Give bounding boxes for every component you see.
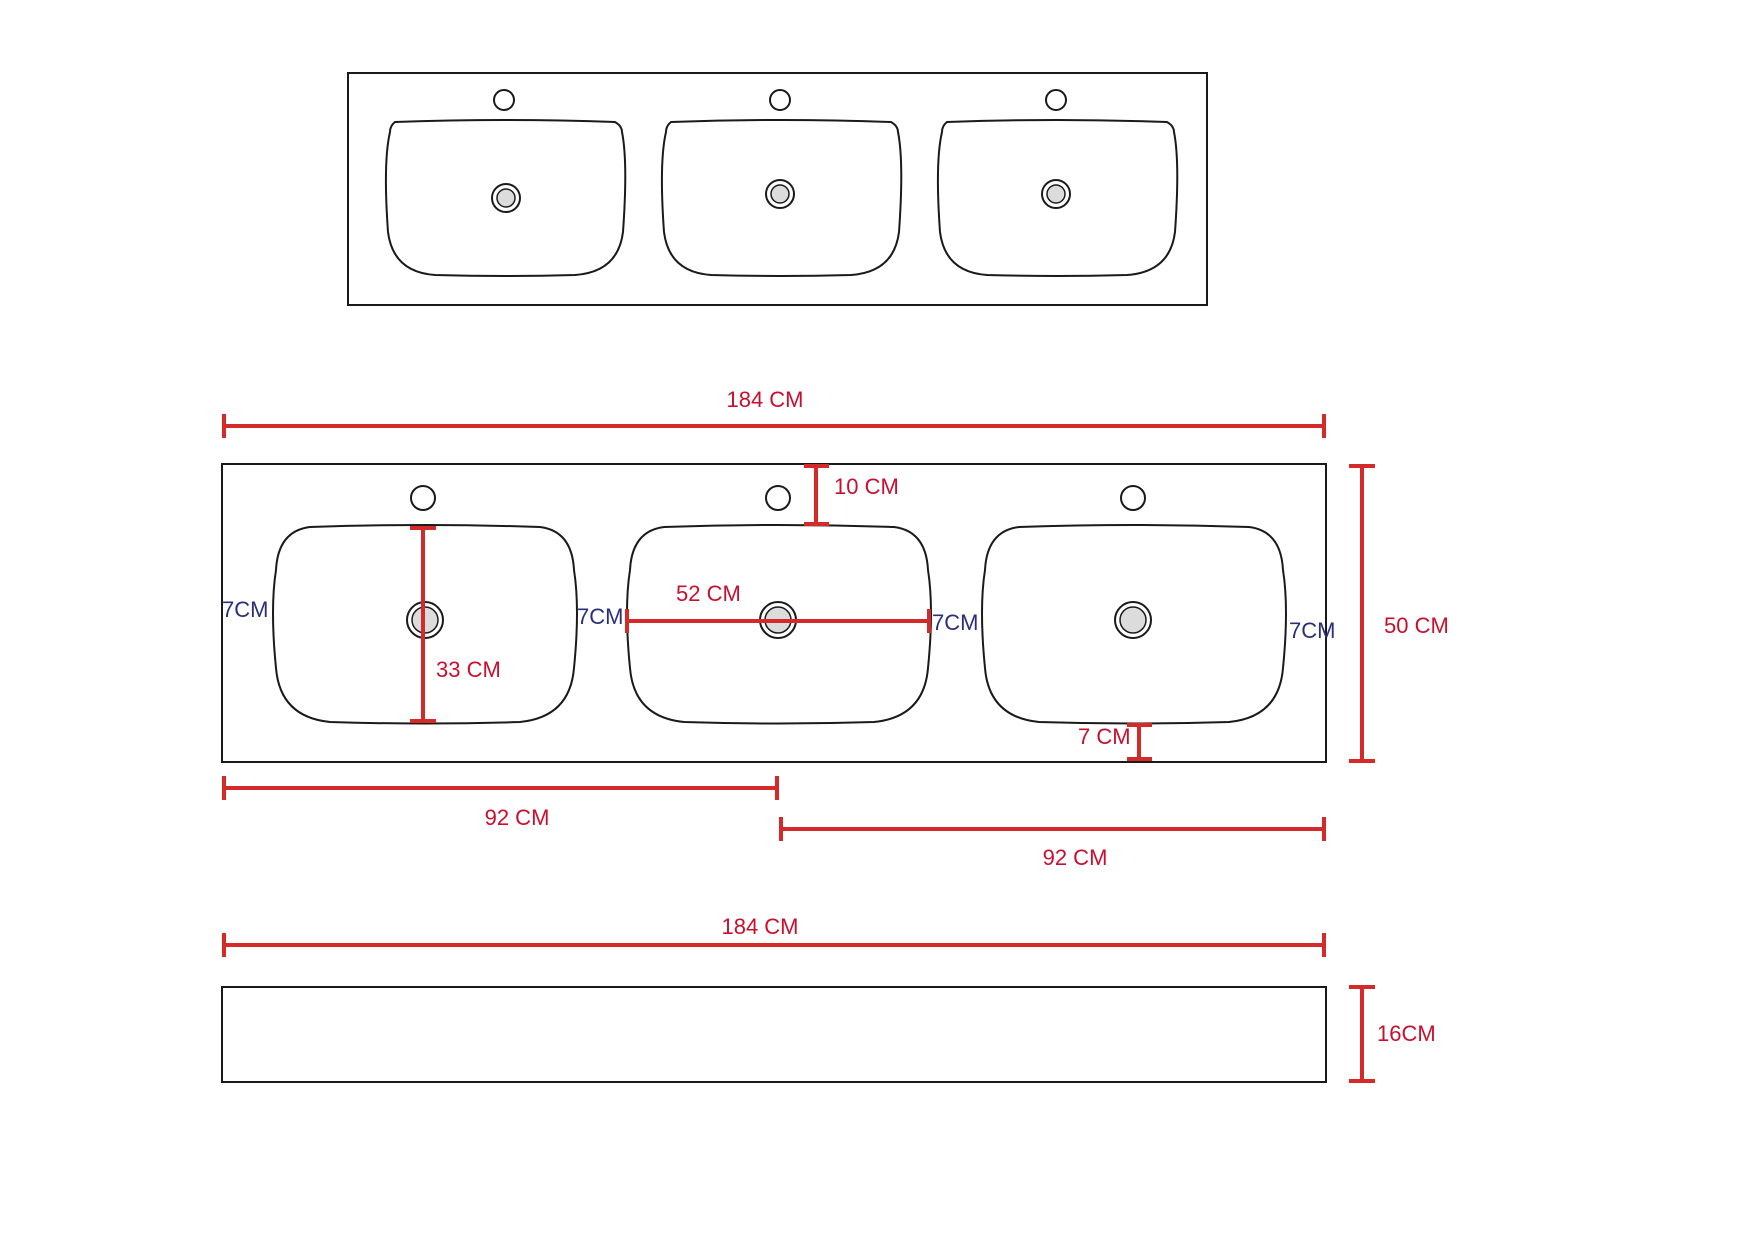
top-view <box>347 72 1208 306</box>
tap-to-edge-dimension <box>804 464 829 526</box>
depth-label: 50 CM <box>1384 613 1449 638</box>
right-half-label: 92 CM <box>1043 845 1108 870</box>
basin-to-front-dimension <box>1127 723 1152 761</box>
side-total-width-dimension <box>222 933 1326 957</box>
front-view: 184 CM 10 CM <box>221 387 1449 870</box>
depth-dimension <box>1349 464 1375 763</box>
left-half-label: 92 CM <box>485 805 550 830</box>
basin-width-label: 52 CM <box>676 581 741 606</box>
basin-to-front-label: 7 CM <box>1078 724 1131 749</box>
height-label: 16CM <box>1377 1021 1436 1046</box>
basin-outline <box>981 524 1287 725</box>
drain-inner <box>770 184 790 204</box>
top-view-basin-2 <box>660 89 903 277</box>
top-view-countertop <box>347 72 1208 306</box>
left-half-dimension <box>222 776 779 800</box>
basin-2 <box>626 485 932 725</box>
spacing-label-3: 7CM <box>932 610 978 635</box>
top-view-basin-1 <box>384 89 627 277</box>
basin-outline <box>660 119 903 277</box>
tap-to-edge-label: 10 CM <box>834 474 899 499</box>
spacing-label-2: 7CM <box>577 604 623 629</box>
basin-width-dimension <box>625 609 931 633</box>
drain-inner <box>496 188 516 208</box>
height-dimension <box>1349 985 1375 1083</box>
drain-inner <box>1119 606 1147 634</box>
side-profile-outline <box>221 986 1327 1083</box>
tap-hole-icon <box>493 89 515 111</box>
drain-inner <box>1046 184 1066 204</box>
tap-hole-icon <box>1120 485 1146 511</box>
total-width-dimension <box>222 414 1326 438</box>
tap-hole-icon <box>410 485 436 511</box>
side-view: 184 CM 16CM <box>221 914 1436 1083</box>
top-view-basin-3 <box>936 89 1179 277</box>
spacing-label-4: 7CM <box>1289 618 1335 643</box>
basin-depth-label: 33 CM <box>436 657 501 682</box>
basin-3 <box>981 485 1287 725</box>
side-total-width-label: 184 CM <box>721 914 798 939</box>
tap-hole-icon <box>769 89 791 111</box>
basin-outline <box>384 119 627 277</box>
basin-depth-dimension <box>410 526 436 723</box>
countertop-outline <box>221 463 1327 763</box>
total-width-label: 184 CM <box>726 387 803 412</box>
spacing-label-1: 7CM <box>222 597 268 622</box>
tap-hole-icon <box>1045 89 1067 111</box>
basin-outline <box>272 524 578 725</box>
right-half-dimension <box>779 817 1326 841</box>
basin-outline <box>936 119 1179 277</box>
tap-hole-icon <box>765 485 791 511</box>
